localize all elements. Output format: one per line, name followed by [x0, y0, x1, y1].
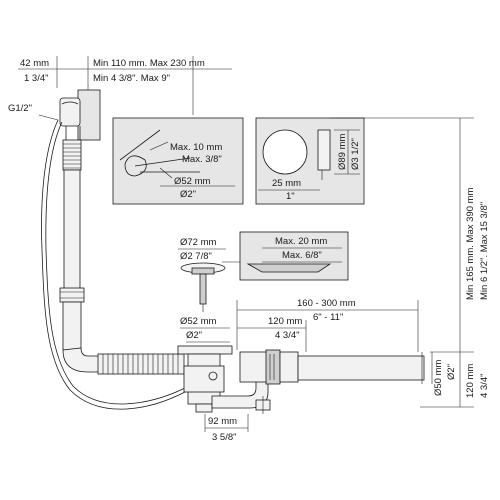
detail-box-plug-thickness: Max. 20 mm Max. 6/8": [239, 231, 349, 281]
overflow-range-in: Min 4 3/8". Max 9": [93, 73, 170, 84]
detail-box-overflow-cover: Ø89 mm Ø3 1/2" 25 mm 1": [255, 117, 365, 205]
waste-dimensions: 160 - 300 mm 6" - 11" 120 mm 4 3/4" Ø50 …: [204, 298, 457, 443]
detail-box-cable: Max. 10 mm Max. 3/8" Ø52 mm Ø2": [112, 117, 244, 205]
plug-max-in: Max. 6/8": [282, 250, 322, 261]
waste-assembly: Ø52 mm Ø2": [177, 316, 425, 414]
drain-height-in: 4 3/4": [479, 373, 490, 398]
cover-width-mm: 25 mm: [272, 178, 301, 189]
cable-max-in: Max. 3/8": [182, 154, 222, 165]
cable-max-mm: Max. 10 mm: [170, 142, 222, 153]
bottom-width-mm: 92 mm: [208, 416, 237, 427]
overflow-width-in: 1 3/4": [24, 73, 49, 84]
waste-range-in: 6" - 11": [313, 312, 343, 323]
horizontal-corrugated-pipe: [97, 353, 185, 375]
drain-height-mm: 120 mm: [465, 364, 476, 398]
overflow-corrugated-tube: [62, 139, 82, 171]
thread-label: G1/2": [8, 103, 32, 114]
cover-dia-in: Ø3 1/2": [350, 138, 361, 170]
cable-dia-mm: Ø52 mm: [174, 176, 211, 187]
outlet-dia-mm: Ø50 mm: [433, 359, 444, 396]
bottom-width-in: 3 5/8": [212, 432, 237, 443]
waste-range-mm: 160 - 300 mm: [297, 298, 356, 309]
cover-width-in: 1": [286, 191, 295, 202]
plug-dia-in: Ø2 7/8": [180, 251, 212, 262]
overflow-assembly: [41, 89, 186, 410]
plug: Ø72 mm Ø2 7/8": [178, 237, 240, 312]
top-dimensions: 42 mm 1 3/4" Min 110 mm. Max 230 mm Min …: [18, 56, 232, 115]
waste-offset-in: 4 3/4": [275, 330, 300, 341]
overflow-width-mm: 42 mm: [20, 58, 49, 69]
outlet-dia-in: Ø2": [446, 364, 457, 380]
waste-dia-mm: Ø52 mm: [180, 316, 217, 327]
overflow-cover-circle: [262, 129, 308, 175]
total-height-mm: Min 165 mm. Max 390 mm: [465, 187, 476, 300]
plug-max-mm: Max. 20 mm: [275, 236, 327, 247]
plug-dia-mm: Ø72 mm: [180, 237, 217, 248]
waste-dia-in: Ø2": [186, 330, 202, 341]
waste-offset-mm: 120 mm: [268, 316, 302, 327]
total-height-in: Min 6 1/2". Max 15 3/8": [479, 202, 490, 300]
cover-dia-mm: Ø89 mm: [337, 133, 348, 170]
right-dimensions: Min 165 mm. Max 390 mm Min 6 1/2". Max 1…: [330, 117, 490, 408]
cable-dia-in: Ø2": [180, 189, 196, 200]
overflow-range-mm: Min 110 mm. Max 230 mm: [93, 58, 205, 69]
